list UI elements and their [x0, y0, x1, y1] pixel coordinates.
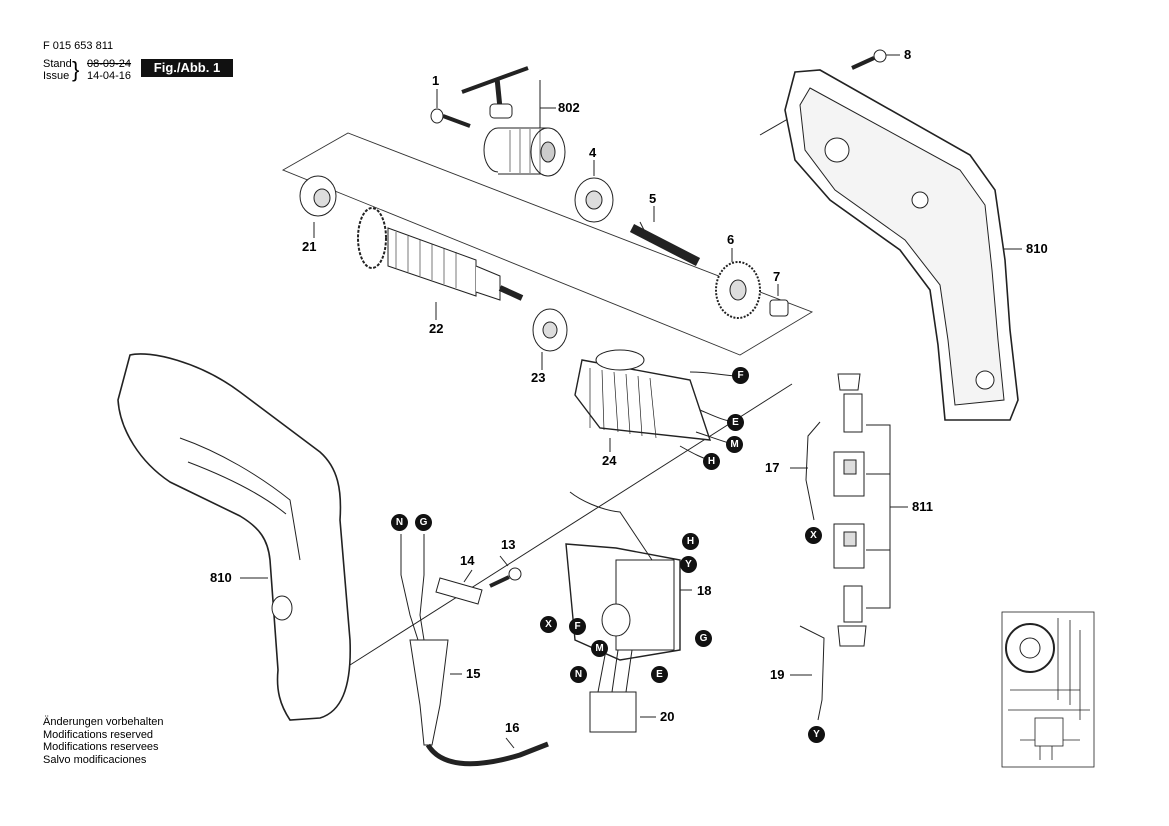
note-fr: Modifications reservees [43, 741, 159, 753]
part-22-label: 22 [429, 321, 444, 336]
figure-label: Fig./Abb. 1 [141, 59, 233, 77]
connector-switch-f: F [569, 618, 586, 635]
connector-stator-f: F [732, 367, 749, 384]
connector-switch-g: G [695, 630, 712, 647]
connector-switch-e: E [651, 666, 668, 683]
connector-stator-h: H [703, 453, 720, 470]
part-4-label: 4 [589, 145, 597, 160]
document-number: F 015 653 811 [43, 40, 114, 52]
connector-switch-y: Y [680, 556, 697, 573]
part-13-label: 13 [501, 537, 516, 552]
part-19-label: 19 [770, 667, 785, 682]
part-17-label: 17 [765, 460, 780, 475]
note-en: Modifications reserved [43, 728, 154, 741]
part-811-label: 811 [912, 499, 933, 514]
connector-switch-n: N [570, 666, 587, 683]
modification-notes: Änderungen vorbehalten Modifications res… [43, 716, 163, 766]
connector-switch-m: M [591, 640, 608, 657]
part-16-label: 16 [505, 720, 520, 735]
connector-brush-x: X [805, 527, 822, 544]
part-810-left-label: 810 [210, 570, 232, 585]
part-1-label: 1 [432, 73, 440, 88]
note-de: Änderungen vorbehalten [43, 716, 164, 728]
part-14-label: 14 [460, 553, 475, 568]
part-23-label: 23 [531, 370, 546, 385]
connector-stator-m: M [726, 436, 743, 453]
connector-brush-y: Y [808, 726, 825, 743]
new-date: 14-04-16 [87, 70, 132, 82]
part-21-label: 21 [302, 239, 317, 254]
connector-switch-x: X [540, 616, 557, 633]
brace: } [72, 57, 80, 82]
connector-cable-g: G [415, 514, 432, 531]
stand-label: Stand [43, 58, 72, 70]
old-date: 08-09-24 [87, 58, 132, 70]
part-7-label: 7 [773, 269, 781, 284]
note-es: Salvo modificaciones [43, 753, 147, 766]
connector-stator-e: E [727, 414, 744, 431]
part-24-label: 24 [602, 453, 617, 468]
part-15-label: 15 [466, 666, 481, 681]
part-20-label: 20 [660, 709, 675, 724]
connector-switch-h: H [682, 533, 699, 550]
part-18-label: 18 [697, 583, 712, 598]
part-802-label: 802 [558, 100, 580, 115]
connector-cable-n: N [391, 514, 408, 531]
issue-label: Issue [43, 70, 70, 82]
part-5-label: 5 [649, 191, 657, 206]
part-8-label: 8 [904, 47, 912, 62]
part-810-right-label: 810 [1026, 241, 1048, 256]
part-6-label: 6 [727, 232, 735, 247]
